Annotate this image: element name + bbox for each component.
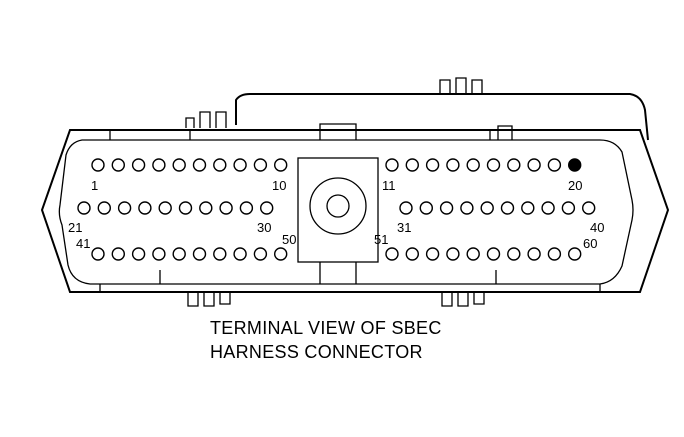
pin-label-21: 21 — [68, 220, 82, 235]
pin-11 — [385, 158, 399, 172]
pin-label-60: 60 — [583, 236, 597, 251]
pin-34 — [460, 201, 474, 215]
pin-60 — [568, 247, 582, 261]
pin-45 — [172, 247, 186, 261]
pin-number-labels: 1 10 11 20 21 30 31 40 41 50 51 60 — [68, 178, 604, 251]
pin-15 — [466, 158, 480, 172]
pin-37 — [521, 201, 535, 215]
pin-label-11: 11 — [382, 178, 396, 193]
pin-label-51: 51 — [374, 232, 388, 247]
pin-41 — [91, 247, 105, 261]
pin-58 — [527, 247, 541, 261]
pin-55 — [466, 247, 480, 261]
pin-47 — [213, 247, 227, 261]
pin-21 — [77, 201, 91, 215]
pin-6 — [192, 158, 207, 172]
pin-46 — [192, 247, 207, 261]
pin-48 — [233, 247, 247, 261]
pin-57 — [507, 247, 521, 261]
pin-38 — [541, 201, 555, 215]
pin-label-50: 50 — [282, 232, 296, 247]
pin-label-30: 30 — [257, 220, 271, 235]
pin-25 — [158, 201, 172, 215]
pin-label-20: 20 — [568, 178, 582, 193]
pin-32 — [419, 201, 433, 215]
pin-9 — [253, 158, 268, 172]
pin-label-10: 10 — [272, 178, 286, 193]
pin-51 — [385, 247, 399, 261]
pin-16 — [486, 158, 501, 172]
pin-36 — [500, 201, 515, 215]
pin-52 — [405, 247, 419, 261]
caption-line-1: TERMINAL VIEW OF SBEC — [210, 318, 442, 338]
pin-31 — [399, 201, 413, 215]
pin-10 — [274, 158, 288, 172]
pin-4 — [152, 158, 166, 172]
pin-1 — [91, 158, 105, 172]
pin-2 — [111, 158, 126, 172]
pin-43 — [131, 247, 146, 261]
pin-30 — [260, 201, 274, 215]
pin-label-31: 31 — [397, 220, 411, 235]
pin-20 — [568, 158, 582, 172]
pin-40 — [582, 201, 596, 215]
pin-54 — [446, 247, 460, 261]
pin-12 — [405, 158, 419, 172]
pin-8 — [233, 158, 247, 172]
pin-42 — [111, 247, 126, 261]
pin-13 — [425, 158, 440, 172]
pin-label-40: 40 — [590, 220, 604, 235]
pin-29 — [239, 201, 254, 215]
pin-5 — [172, 158, 186, 172]
pin-50 — [274, 247, 288, 261]
pin-17 — [507, 158, 521, 172]
pin-24 — [138, 201, 152, 215]
pin-33 — [439, 201, 454, 215]
pin-53 — [425, 247, 440, 261]
pin-56 — [486, 247, 501, 261]
pin-59 — [547, 247, 562, 261]
pin-26 — [178, 201, 193, 215]
pin-label-1: 1 — [91, 178, 98, 193]
pin-44 — [152, 247, 166, 261]
pin-23 — [117, 201, 132, 215]
pin-label-41: 41 — [76, 236, 90, 251]
pin-28 — [219, 201, 233, 215]
pin-19 — [547, 158, 562, 172]
pin-3 — [131, 158, 146, 172]
pin-49 — [253, 247, 268, 261]
caption-line-2: HARNESS CONNECTOR — [210, 342, 423, 362]
pin-22 — [97, 201, 112, 215]
connector-housing — [40, 77, 670, 307]
pin-27 — [199, 201, 213, 215]
pin-18 — [527, 158, 541, 172]
pin-7 — [213, 158, 227, 172]
pin-14 — [446, 158, 460, 172]
connector-pins — [77, 158, 596, 261]
pin-35 — [480, 201, 494, 215]
pin-39 — [561, 201, 576, 215]
